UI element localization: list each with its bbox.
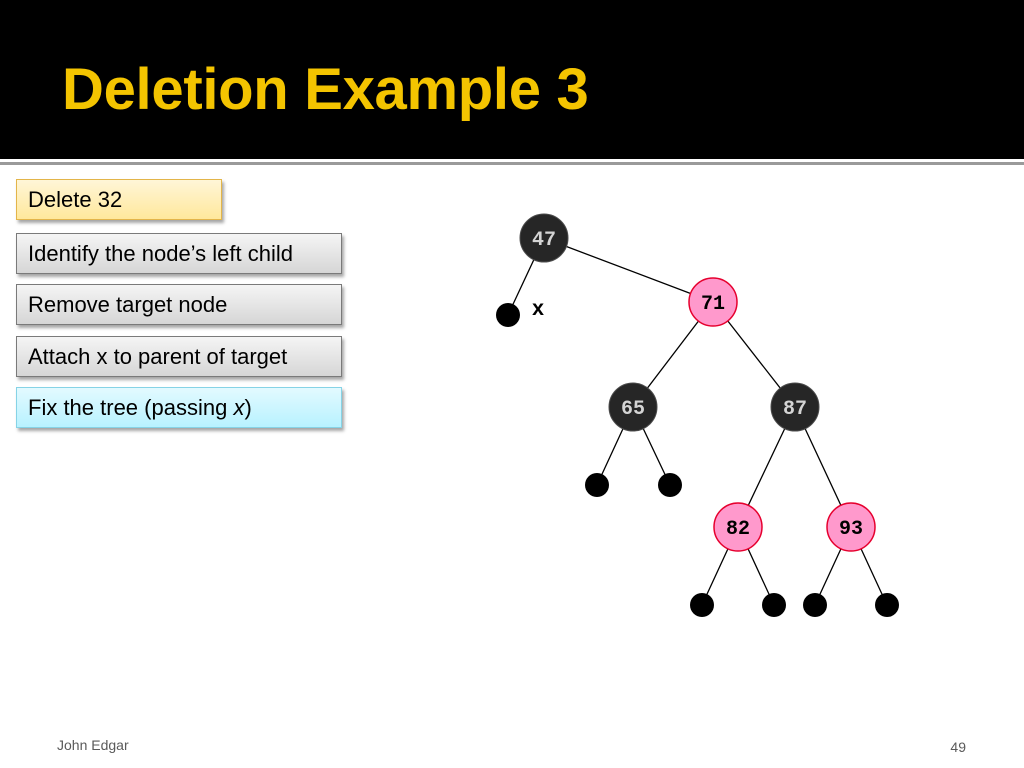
step-label-part: Fix the tree (passing bbox=[28, 395, 234, 420]
title-bar: Deletion Example 3 bbox=[0, 0, 1024, 159]
step-fix-tree: Fix the tree (passing x) bbox=[16, 387, 342, 428]
node-circle bbox=[713, 502, 763, 552]
node-label: 71 bbox=[701, 293, 725, 316]
node-label: 93 bbox=[839, 518, 863, 541]
node-circle bbox=[519, 213, 569, 263]
red-black-tree-diagram: x 47 71 65 87 82 93 bbox=[496, 213, 899, 617]
tree-node-47: 47 bbox=[519, 213, 569, 263]
null-leaf bbox=[585, 473, 609, 497]
null-leaf bbox=[762, 593, 786, 617]
step-attach-x: Attach x to parent of target bbox=[16, 336, 342, 377]
node-circle bbox=[826, 502, 876, 552]
node-label: 82 bbox=[726, 518, 750, 541]
step-remove-target: Remove target node bbox=[16, 284, 342, 325]
node-circle bbox=[770, 382, 820, 432]
header-divider bbox=[0, 162, 1024, 165]
node-label: 65 bbox=[621, 398, 645, 421]
tree-node-71: 71 bbox=[688, 277, 738, 327]
step-label: Identify the node’s left child bbox=[28, 241, 293, 266]
x-pointer-label: x bbox=[532, 299, 545, 322]
tree-node-82: 82 bbox=[713, 502, 763, 552]
null-leaf bbox=[803, 593, 827, 617]
slide-title: Deletion Example 3 bbox=[62, 57, 589, 122]
null-leaf bbox=[690, 593, 714, 617]
node-circle bbox=[608, 382, 658, 432]
step-label: Remove target node bbox=[28, 292, 228, 317]
step-label-italic: x bbox=[233, 395, 245, 420]
node-label: 87 bbox=[783, 398, 807, 421]
node-label: 47 bbox=[532, 229, 556, 252]
step-label: Delete 32 bbox=[28, 187, 123, 212]
tree-node-93: 93 bbox=[826, 502, 876, 552]
null-leaf bbox=[496, 303, 520, 327]
step-delete: Delete 32 bbox=[16, 179, 222, 220]
tree-node-87: 87 bbox=[770, 382, 820, 432]
tree-node-65: 65 bbox=[608, 382, 658, 432]
tree-edge bbox=[543, 237, 714, 303]
step-label: Attach x to parent of target bbox=[28, 344, 288, 369]
step-label-part: ) bbox=[244, 395, 252, 420]
slide-number: 49 bbox=[950, 739, 966, 755]
null-leaf bbox=[658, 473, 682, 497]
null-leaves bbox=[496, 303, 899, 617]
node-circle bbox=[688, 277, 738, 327]
step-identify-left-child: Identify the node’s left child bbox=[16, 233, 342, 274]
footer-author: John Edgar bbox=[57, 737, 129, 753]
null-leaf bbox=[875, 593, 899, 617]
